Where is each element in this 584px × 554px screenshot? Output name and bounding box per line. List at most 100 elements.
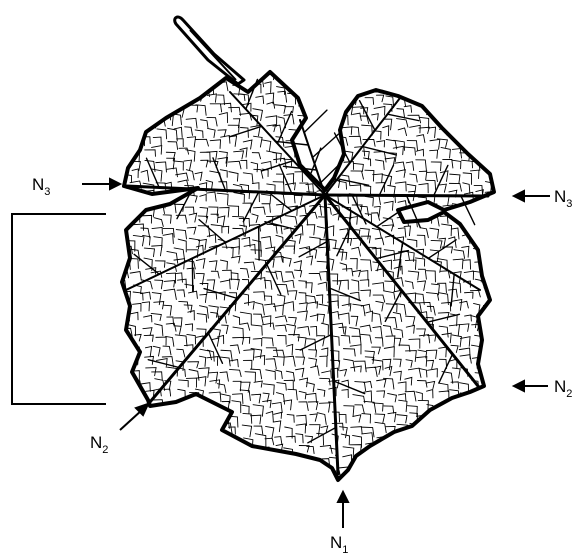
vein-mesh xyxy=(319,82,328,89)
vein-mesh xyxy=(208,476,217,484)
label-n3-right: N3 xyxy=(554,187,572,210)
vein-mesh xyxy=(198,411,208,421)
vein-mesh xyxy=(416,75,427,84)
vein-mesh xyxy=(483,314,494,324)
vein-mesh xyxy=(143,107,151,116)
vein-mesh xyxy=(416,83,423,93)
vein-mesh xyxy=(330,107,337,120)
vein-mesh xyxy=(123,378,134,388)
vein-mesh xyxy=(431,94,440,103)
vein-mesh xyxy=(462,108,472,120)
arrow-n2-left xyxy=(120,410,142,430)
vein-mesh xyxy=(329,118,339,125)
label-n2-right: N2 xyxy=(554,377,572,400)
vein-mesh xyxy=(187,472,194,482)
vein-mesh xyxy=(493,469,501,477)
vein-mesh xyxy=(451,94,461,101)
vein-mesh xyxy=(174,457,185,466)
vein-mesh xyxy=(212,411,221,418)
vein-mesh xyxy=(432,438,439,444)
vein-mesh xyxy=(438,411,449,420)
vein-mesh xyxy=(462,115,472,126)
vein-mesh xyxy=(123,149,134,156)
vein-mesh xyxy=(475,432,483,438)
vein-mesh xyxy=(316,104,323,113)
vein-mesh xyxy=(212,438,221,448)
vein-mesh xyxy=(449,424,460,431)
arrowhead-n3-right xyxy=(514,191,524,201)
vein-mesh xyxy=(384,459,393,468)
vein-mesh xyxy=(199,445,208,454)
vein-mesh xyxy=(484,107,493,116)
vein-mesh xyxy=(482,147,490,154)
vein-mesh xyxy=(395,466,404,473)
vein-mesh xyxy=(495,140,502,146)
vein-mesh xyxy=(299,149,310,156)
vein-mesh xyxy=(495,148,502,155)
vein-mesh xyxy=(133,112,144,119)
vein-mesh xyxy=(498,226,505,237)
vein-mesh xyxy=(327,82,336,88)
vein-mesh xyxy=(460,436,471,447)
leaf-petiole xyxy=(175,17,244,84)
vein-mesh xyxy=(452,400,465,408)
vein-mesh xyxy=(460,95,469,104)
vein-mesh xyxy=(130,203,136,212)
vein-mesh xyxy=(165,427,172,435)
vein-mesh xyxy=(132,427,142,436)
vein-mesh xyxy=(156,448,166,456)
vein-mesh xyxy=(256,457,267,464)
vein-mesh xyxy=(492,86,501,93)
vein-mesh xyxy=(154,71,163,82)
vein-mesh xyxy=(463,479,472,489)
vein-mesh xyxy=(482,456,490,466)
vein-mesh xyxy=(188,417,195,428)
vein-mesh xyxy=(484,471,491,478)
vein-mesh xyxy=(320,75,327,83)
vein-mesh xyxy=(485,339,494,346)
vein-mesh xyxy=(152,93,160,100)
vein-mesh xyxy=(473,136,484,148)
vein-mesh xyxy=(482,140,489,146)
vein-mesh xyxy=(327,70,337,78)
vein-mesh xyxy=(144,69,153,76)
vein-mesh xyxy=(120,394,129,403)
vein-mesh xyxy=(494,371,503,382)
vein-mesh xyxy=(464,446,474,452)
vein-mesh xyxy=(386,73,393,83)
vein-mesh xyxy=(450,470,461,479)
vein-mesh xyxy=(493,357,501,367)
vein-mesh xyxy=(130,196,137,206)
vein-mesh xyxy=(275,456,283,462)
label-n1: N1 xyxy=(330,533,348,554)
vein-mesh xyxy=(134,96,144,106)
vein-mesh xyxy=(493,335,504,343)
label-n2-left: N2 xyxy=(90,433,108,456)
leaf-outline xyxy=(122,72,494,480)
vein-mesh xyxy=(154,105,165,116)
vein-mesh xyxy=(185,404,193,415)
arrowhead-n3-left xyxy=(110,179,120,189)
vein-mesh xyxy=(471,94,479,104)
vein-mesh xyxy=(497,479,505,487)
vein-mesh xyxy=(363,480,369,487)
vein-mesh xyxy=(167,448,177,456)
vein-mesh xyxy=(221,449,232,458)
vein-mesh xyxy=(317,480,326,491)
vein-mesh xyxy=(432,427,444,436)
vein-mesh xyxy=(451,86,458,93)
vein-mesh xyxy=(365,466,375,477)
vein-mesh xyxy=(287,456,293,465)
vein-mesh xyxy=(464,85,471,94)
vein-mesh xyxy=(179,423,186,433)
vein-mesh xyxy=(386,467,395,473)
vein-mesh xyxy=(267,469,277,479)
vein-mesh xyxy=(297,75,306,85)
vein-mesh xyxy=(449,115,460,123)
vein-mesh xyxy=(295,481,305,489)
vein-mesh xyxy=(395,458,404,468)
vein-mesh xyxy=(484,414,497,424)
vein-mesh xyxy=(497,164,504,175)
vein-mesh xyxy=(475,81,483,89)
vein-mesh xyxy=(174,96,185,102)
